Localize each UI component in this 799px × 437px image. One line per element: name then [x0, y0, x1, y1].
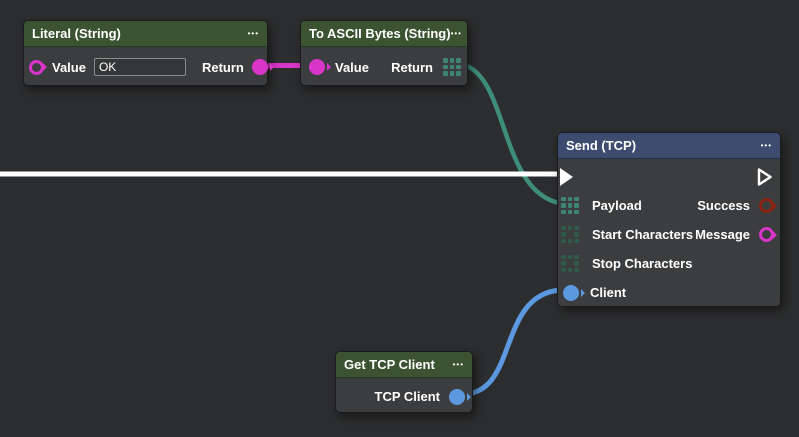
message-label: Message: [695, 227, 750, 242]
port-bytes-output-grid-icon[interactable]: [443, 58, 461, 76]
value-label: Value: [52, 59, 86, 75]
return-label: Return: [201, 59, 244, 75]
stop-characters-row: Stop Characters: [558, 249, 780, 278]
stop-characters-label: Stop Characters: [592, 256, 693, 271]
wire-client-blue[interactable]: [465, 287, 562, 397]
node-get-tcp-client[interactable]: Get TCP Client ••• TCP Client: [335, 351, 473, 413]
port-start-characters-input-grid-icon[interactable]: [561, 225, 579, 244]
port-return-output[interactable]: [251, 59, 268, 75]
node-title: Literal (String): [32, 26, 121, 41]
wire-bytes-teal[interactable]: [463, 62, 560, 206]
node-body: TCP Client: [336, 378, 472, 415]
client-label: Client: [590, 285, 627, 300]
value-input[interactable]: [93, 58, 186, 76]
success-label: Success: [697, 198, 750, 213]
node-body: Value Return: [24, 47, 268, 87]
node-menu-icon[interactable]: •••: [452, 360, 464, 369]
node-menu-icon[interactable]: •••: [760, 141, 772, 150]
port-client-input[interactable]: [563, 284, 579, 301]
flow-row: [558, 162, 780, 191]
value-label: Value: [335, 59, 369, 75]
node-literal-header[interactable]: Literal (String) •••: [24, 21, 267, 47]
port-tcp-client-output[interactable]: [449, 388, 465, 405]
node-to-ascii-bytes[interactable]: To ASCII Bytes (String) ••• Value Return: [300, 20, 468, 86]
node-send-tcp[interactable]: Send (TCP) ••• Payload Success Start Cha…: [557, 132, 781, 307]
node-literal-string[interactable]: Literal (String) ••• Value Return: [23, 20, 268, 86]
node-title: Send (TCP): [566, 138, 637, 153]
payload-row: Payload Success: [558, 191, 780, 220]
return-label: Return: [391, 59, 433, 75]
port-stop-characters-input-grid-icon[interactable]: [561, 254, 579, 273]
node-title: Get TCP Client: [344, 357, 435, 372]
start-characters-row: Start Characters Message: [558, 220, 780, 249]
node-send-header[interactable]: Send (TCP) •••: [558, 133, 780, 159]
port-flow-input-icon[interactable]: [560, 167, 573, 186]
port-row: Value Return: [301, 47, 467, 87]
port-value-input[interactable]: [29, 59, 44, 75]
port-message-output[interactable]: [759, 227, 774, 242]
node-menu-icon[interactable]: •••: [450, 29, 462, 38]
node-getclient-header[interactable]: Get TCP Client •••: [336, 352, 472, 378]
port-row: TCP Client: [336, 378, 472, 415]
tcp-client-label: TCP Client: [374, 389, 441, 404]
node-ascii-header[interactable]: To ASCII Bytes (String) •••: [301, 21, 467, 47]
node-menu-icon[interactable]: •••: [247, 29, 259, 38]
node-body: Payload Success Start Characters Message…: [558, 159, 780, 307]
start-characters-label: Start Characters: [592, 227, 694, 242]
payload-label: Payload: [592, 198, 642, 213]
node-body: Value Return: [301, 47, 467, 87]
port-flow-output-icon[interactable]: [756, 167, 774, 187]
port-success-output[interactable]: [759, 198, 774, 213]
client-row: Client: [558, 278, 780, 307]
port-row: Value Return: [24, 47, 268, 87]
port-value-input[interactable]: [309, 59, 325, 75]
port-payload-input-grid-icon[interactable]: [561, 196, 579, 215]
node-title: To ASCII Bytes (String): [309, 26, 451, 41]
